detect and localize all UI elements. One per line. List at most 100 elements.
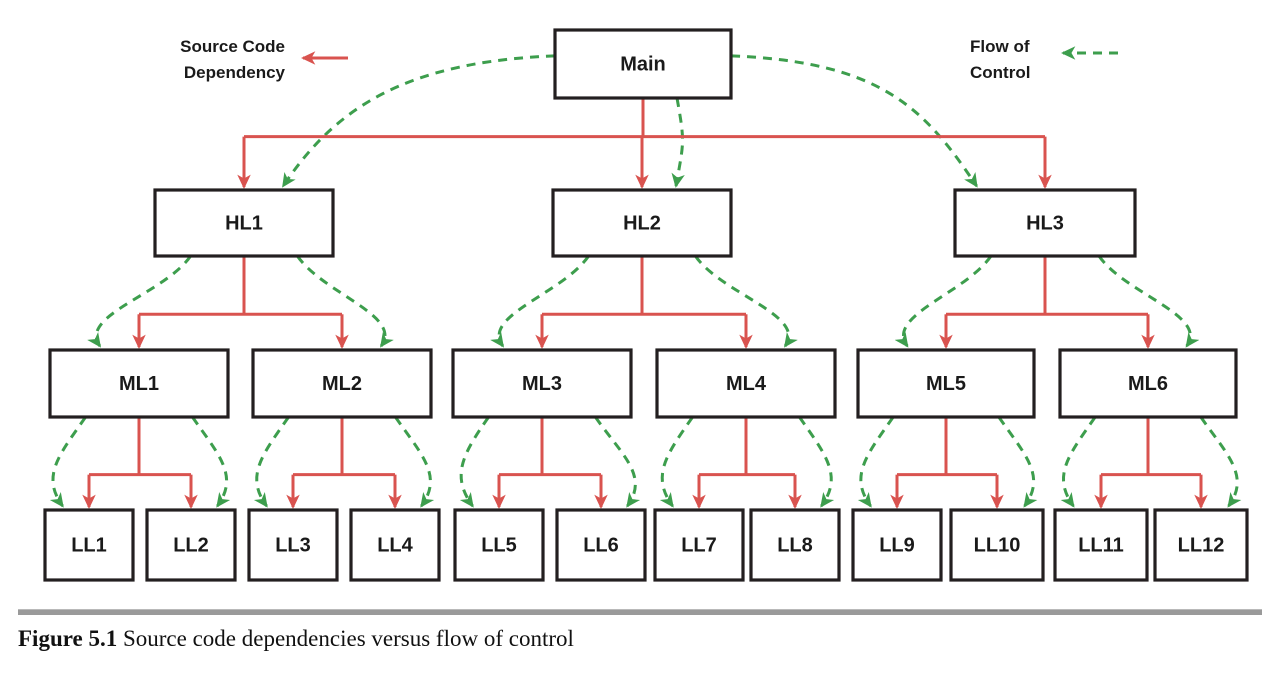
node-box-ll2 <box>145 508 237 582</box>
node-ll1: LL1 <box>43 508 135 582</box>
node-ll12: LL12 <box>1153 508 1249 582</box>
node-hl1: HL1 <box>153 188 335 258</box>
legend-dependency-line1: Source Code <box>180 37 285 56</box>
node-box-ll12 <box>1153 508 1249 582</box>
node-ll7: LL7 <box>653 508 745 582</box>
node-label-ll10: LL10 <box>974 534 1021 556</box>
node-ll5: LL5 <box>453 508 545 582</box>
node-box-ll7 <box>653 508 745 582</box>
flow-edge-ml6-to-ll12 <box>1199 416 1242 508</box>
node-ll8: LL8 <box>749 508 841 582</box>
node-label-ll11: LL11 <box>1078 534 1124 556</box>
node-box-ml2 <box>251 348 433 419</box>
node-label-ll5: LL5 <box>481 534 517 556</box>
flow-edge-ml2-to-ll3 <box>253 416 290 508</box>
node-label-ll8: LL8 <box>777 534 813 556</box>
node-box-hl1 <box>153 188 335 258</box>
node-label-ml1: ML1 <box>119 373 159 395</box>
node-label-ll12: LL12 <box>1178 534 1225 556</box>
node-box-main <box>553 28 733 100</box>
node-ml5: ML5 <box>856 348 1036 419</box>
caption-divider-rule <box>18 609 1262 615</box>
source-code-dependency-edges <box>82 98 1208 509</box>
legend-flow-line1: Flow of <box>970 37 1030 56</box>
legend-dependency-line2: Dependency <box>184 63 286 82</box>
figure-caption: Figure 5.1 Source code dependencies vers… <box>18 626 1262 652</box>
node-ml1: ML1 <box>48 348 230 419</box>
flow-edge-ml6-to-ll11 <box>1060 416 1097 508</box>
node-box-ll9 <box>851 508 943 582</box>
legend-source-code-dependency: Source Code Dependency <box>180 37 348 82</box>
flow-edge-main-to-hl2 <box>671 97 685 188</box>
node-ll2: LL2 <box>145 508 237 582</box>
node-ll10: LL10 <box>949 508 1045 582</box>
node-box-hl2 <box>551 188 733 258</box>
node-label-ll1: LL1 <box>71 534 107 556</box>
node-box-ml4 <box>655 348 837 419</box>
node-label-hl3: HL3 <box>1026 212 1064 234</box>
figure-caption-label: Figure 5.1 <box>18 626 118 651</box>
node-ml2: ML2 <box>251 348 433 419</box>
node-main: Main <box>553 28 733 100</box>
node-box-ml3 <box>451 348 633 419</box>
node-ml3: ML3 <box>451 348 633 419</box>
node-hl2: HL2 <box>551 188 733 258</box>
flow-edge-hl1-to-ml1 <box>87 255 192 348</box>
node-box-ll10 <box>949 508 1045 582</box>
node-box-ll8 <box>749 508 841 582</box>
node-label-ll2: LL2 <box>173 534 209 556</box>
flow-edge-hl3-to-ml5 <box>894 255 993 348</box>
node-label-main: Main <box>620 53 666 75</box>
flow-edge-hl1-to-ml2 <box>296 255 394 348</box>
node-ml4: ML4 <box>655 348 837 419</box>
legend-flow-of-control: Flow of Control <box>970 37 1118 82</box>
node-label-hl2: HL2 <box>623 212 661 234</box>
node-label-ll7: LL7 <box>681 534 717 556</box>
node-ll6: LL6 <box>555 508 647 582</box>
flow-edge-ml2-to-ll4 <box>394 416 435 508</box>
node-box-ml1 <box>48 348 230 419</box>
flow-edge-ml4-to-ll8 <box>798 416 835 508</box>
flow-edge-ml1-to-ll1 <box>49 416 87 508</box>
flow-edge-ml5-to-ll9 <box>857 416 895 508</box>
node-box-ll5 <box>453 508 545 582</box>
node-label-ml3: ML3 <box>522 373 562 395</box>
flow-edge-main-to-hl1 <box>281 54 556 188</box>
node-ml6: ML6 <box>1058 348 1238 419</box>
node-label-ml5: ML5 <box>926 373 966 395</box>
flow-edge-main-to-hl3 <box>730 54 978 188</box>
node-box-ll6 <box>555 508 647 582</box>
flow-edge-ml3-to-ll5 <box>459 416 490 508</box>
node-label-ml6: ML6 <box>1128 373 1168 395</box>
flow-edge-ml5-to-ll10 <box>997 416 1038 508</box>
node-label-ml4: ML4 <box>726 373 767 395</box>
flow-edge-hl2-to-ml3 <box>490 255 590 348</box>
node-box-ll4 <box>349 508 441 582</box>
node-ll4: LL4 <box>349 508 441 582</box>
node-box-ll3 <box>247 508 339 582</box>
node-box-ml6 <box>1058 348 1238 419</box>
node-label-hl1: HL1 <box>225 212 263 234</box>
figure-caption-text: Source code dependencies versus flow of … <box>122 626 574 651</box>
flow-edge-hl3-to-ml6 <box>1097 255 1200 348</box>
node-box-ml5 <box>856 348 1036 419</box>
node-label-ll6: LL6 <box>583 534 619 556</box>
legend-flow-line2: Control <box>970 63 1030 82</box>
flow-edge-ml4-to-ll7 <box>659 416 694 508</box>
flow-edge-hl2-to-ml4 <box>694 255 798 348</box>
node-label-ll3: LL3 <box>275 534 311 556</box>
node-label-ll4: LL4 <box>377 534 413 556</box>
node-box-ll1 <box>43 508 135 582</box>
node-hl3: HL3 <box>953 188 1137 258</box>
flow-edge-ml1-to-ll2 <box>191 416 231 508</box>
node-ll3: LL3 <box>247 508 339 582</box>
flow-of-control-edges <box>49 54 1242 508</box>
node-label-ml2: ML2 <box>322 373 362 395</box>
node-label-ll9: LL9 <box>879 534 915 556</box>
node-box-ll11 <box>1053 508 1149 582</box>
node-ll11: LL11 <box>1053 508 1149 582</box>
node-box-hl3 <box>953 188 1137 258</box>
